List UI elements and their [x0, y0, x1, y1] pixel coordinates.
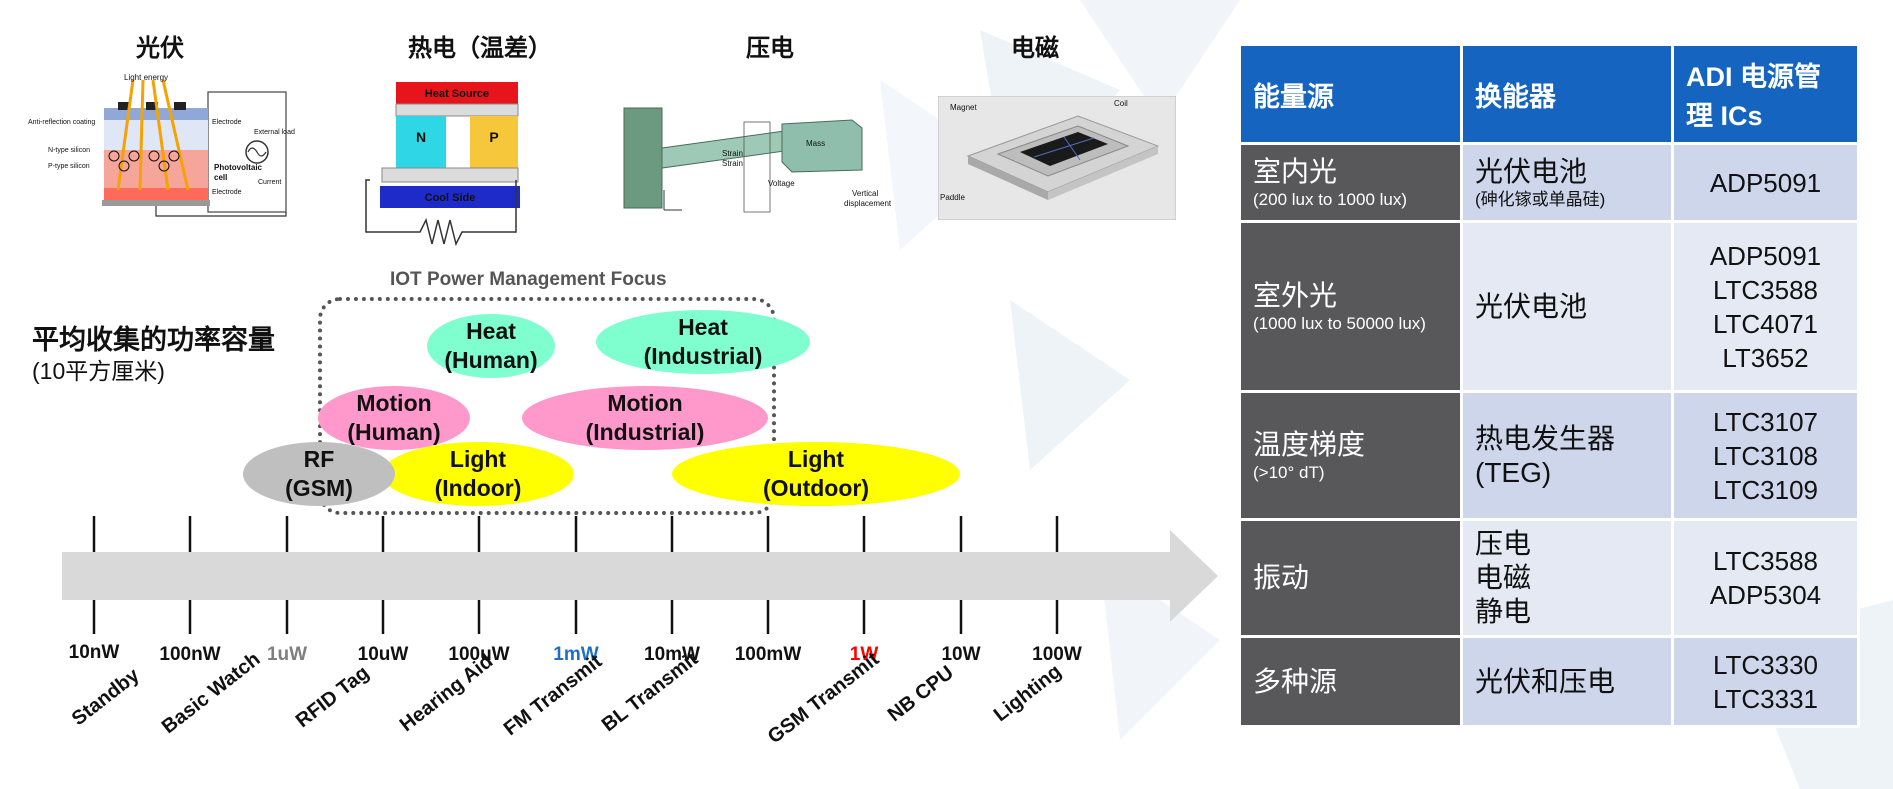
axis-tick-label: 100W [1032, 644, 1082, 665]
piezo-strain-top: Strain [722, 149, 743, 158]
iot-focus-box [318, 297, 776, 515]
teg-p: P [489, 129, 498, 145]
axis-tick-label: 1uW [266, 644, 308, 665]
section-title-thermo: 热电（温差） [408, 35, 552, 62]
ic-part: LTC3588 [1712, 274, 1819, 305]
ellipse-light-indoor: Light(Indoor) [382, 442, 574, 506]
axis-tick-label: 100mW [734, 644, 802, 665]
header-transducer: 换能器 [1460, 43, 1674, 145]
pv-label-cell: Photovoltaic [214, 163, 263, 172]
table-row: 温度梯度(>10° dT) 热电发生器(TEG) LTC3107 LTC3108… [1238, 390, 1860, 521]
axis-tick-label: 100uW [448, 644, 510, 665]
pv-label-p-type: P-type silicon [48, 163, 90, 170]
axis-tick-label: 10uW [357, 644, 409, 665]
teg-illustration: Heat Source N P Cool Side [365, 82, 520, 247]
axis-tick-label: 10nW [68, 642, 120, 663]
energy-source-table: 能量源 换能器 ADI 电源管理 ICs 室内光(200 lux to 1000… [1238, 43, 1860, 728]
em-coil: Coil [1114, 99, 1128, 108]
section-title-pv: 光伏 [136, 35, 184, 62]
section-title-piezo: 压电 [746, 35, 794, 62]
transducer-name: 光伏和压电 [1475, 665, 1616, 697]
source-detail: (1000 lux to 50000 lux) [1253, 313, 1426, 333]
ellipse-heat-human: Heat(Human) [427, 314, 555, 378]
ellipse-motion-industrial: Motion(Industrial) [522, 386, 768, 450]
axis-tick-label: 100nW [159, 644, 221, 665]
teg-heat-source: Heat Source [425, 88, 489, 100]
ellipse-motion-human: Motion(Human) [318, 386, 470, 450]
ic-part: LTC3330 [1712, 649, 1819, 680]
source-name: 振动 [1253, 562, 1310, 593]
pv-label-electrode-top: Electrode [212, 119, 242, 126]
pv-label-anti-reflection: Anti-reflection coating [28, 119, 95, 126]
transducer-name: 热电发生器 [1475, 422, 1616, 454]
table-header-row: 能量源 换能器 ADI 电源管理 ICs [1238, 43, 1860, 145]
piezo-voltage: Voltage [768, 179, 795, 188]
piezo-displacement: displacement [844, 199, 892, 208]
ic-part: ADP5091 [1709, 240, 1822, 271]
ic-part: LTC3331 [1712, 683, 1819, 714]
transducer-name: 电磁 [1475, 562, 1532, 593]
axis-tick-label: 1mW [553, 644, 599, 665]
pv-label-light: Light energy [124, 73, 168, 82]
table-row: 振动 压电 电磁 静电 LTC3588 ADP5304 [1238, 518, 1860, 638]
transducer-name: 光伏电池 [1475, 290, 1588, 322]
table-row: 室内光(200 lux to 1000 lux) 光伏电池(砷化镓或单晶硅) A… [1238, 142, 1860, 223]
source-name: 室内光 [1253, 155, 1338, 187]
axis-tick-label: 10W [941, 644, 981, 665]
ic-part: LTC3109 [1712, 474, 1819, 505]
pv-label-current: Current [258, 179, 281, 186]
section-title-em: 电磁 [1011, 35, 1059, 62]
ic-part: LT3652 [1722, 342, 1809, 373]
piezo-vertical: Vertical [852, 189, 878, 198]
pv-label-external-load: External load [254, 129, 295, 136]
ellipse-heat-industrial: Heat(Industrial) [596, 310, 810, 374]
header-adi-ics: ADI 电源管理 ICs [1671, 43, 1860, 145]
power-capacity-title: 平均收集的功率容量 [32, 325, 275, 355]
transducer-detail: (砷化镓或单晶硅) [1475, 189, 1606, 209]
table-row: 室外光(1000 lux to 50000 lux) 光伏电池 ADP5091 … [1238, 220, 1860, 393]
source-name: 室外光 [1253, 279, 1338, 311]
pv-cell-illustration: Light energy Anti-reflection coating N-t… [28, 73, 295, 217]
ic-part: LTC3108 [1712, 440, 1819, 471]
pv-label-electrode-bottom: Electrode [212, 189, 242, 196]
ic-part: LTC3107 [1712, 406, 1819, 437]
piezo-mass: Mass [806, 139, 825, 148]
transducer-name: 静电 [1475, 596, 1532, 627]
power-axis-arrow [62, 530, 1218, 622]
ellipse-light-outdoor: Light(Outdoor) [672, 442, 960, 506]
ic-part: LTC4071 [1712, 308, 1819, 339]
pv-label-cell2: cell [214, 173, 227, 182]
em-illustration: Magnet Coil Paddle [938, 96, 1176, 220]
transducer-name: 压电 [1475, 528, 1532, 559]
header-energy-source: 能量源 [1238, 43, 1463, 145]
ic-part: ADP5091 [1709, 167, 1822, 198]
em-magnet: Magnet [950, 103, 977, 112]
power-capacity-subtitle: (10平方厘米) [32, 358, 165, 384]
em-paddle: Paddle [940, 193, 965, 202]
ellipse-rf-gsm: RF(GSM) [243, 442, 395, 506]
axis-tick-label: 1W [849, 644, 879, 665]
ic-part: LTC3588 [1712, 546, 1819, 576]
piezo-strain-bottom: Strain [722, 159, 743, 168]
source-detail: (200 lux to 1000 lux) [1253, 189, 1408, 209]
axis-tick-label: 10mW [644, 644, 700, 665]
source-name: 温度梯度 [1253, 428, 1366, 460]
pv-label-n-type: N-type silicon [48, 147, 90, 154]
piezo-illustration: Strain Strain Mass Voltage Vertical disp… [623, 107, 892, 213]
iot-focus-label: IOT Power Management Focus [390, 269, 667, 290]
teg-n: N [416, 129, 426, 145]
ic-part: ADP5304 [1709, 580, 1822, 610]
teg-cool-side: Cool Side [425, 192, 476, 204]
transducer-detail: (TEG) [1475, 456, 1552, 488]
transducer-name: 光伏电池 [1475, 155, 1588, 187]
source-name: 多种源 [1253, 665, 1338, 697]
source-detail: (>10° dT) [1253, 462, 1325, 482]
table-row: 多种源 光伏和压电 LTC3330 LTC3331 [1238, 635, 1860, 728]
